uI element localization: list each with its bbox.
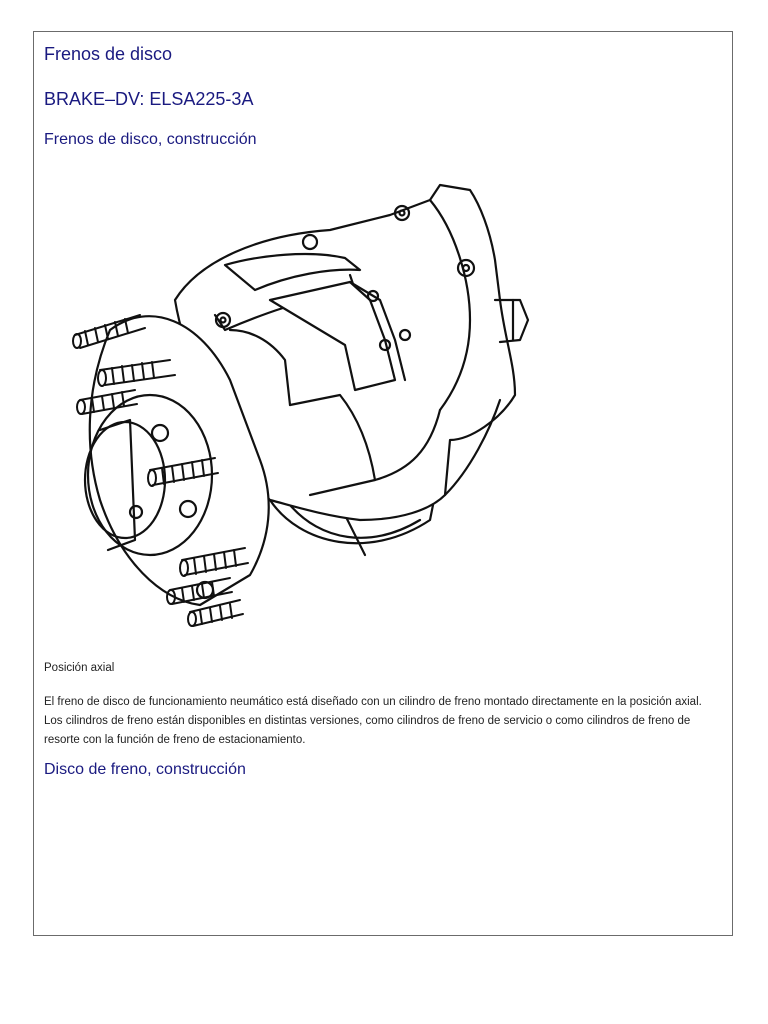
code-heading: BRAKE–DV: ELSA225-3A: [44, 89, 254, 109]
wheel-hub: [83, 315, 270, 607]
next-section-heading: Disco de freno, construcción: [44, 761, 246, 778]
pad-retainer: [213, 252, 407, 392]
figure-caption: Posición axial: [44, 662, 115, 674]
page-frame: [33, 31, 733, 936]
wheel-studs: [72, 314, 249, 627]
page-title: Frenos de disco: [44, 44, 173, 64]
section-heading: Frenos de disco, construcción: [44, 131, 257, 148]
brake-cylinder-port: [493, 298, 530, 344]
disc-brake-illustration: [72, 183, 530, 627]
caliper-bolts: [214, 204, 476, 352]
body-paragraph: El freno de disco de funcionamiento neum…: [44, 696, 702, 746]
